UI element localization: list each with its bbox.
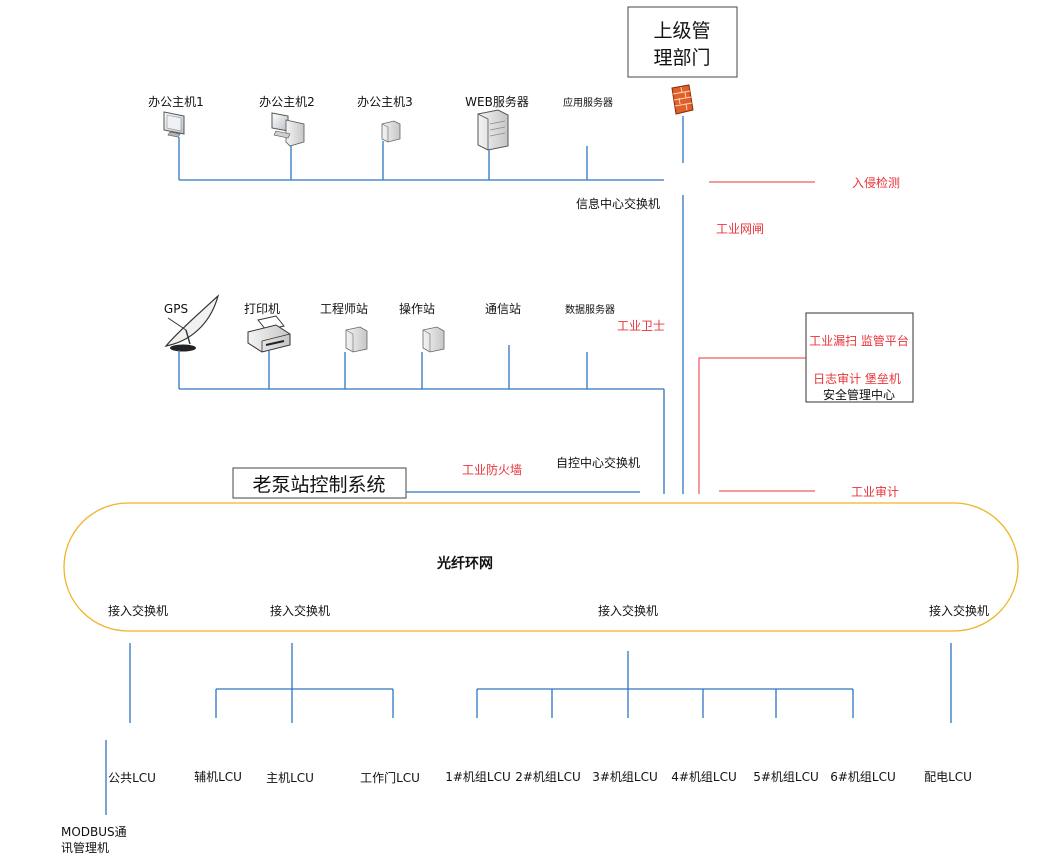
app-server-label: 应用服务器 (563, 96, 613, 109)
intrusion-detection-label: 入侵检测 (852, 175, 900, 190)
engineer-station-label: 工程师站 (320, 301, 368, 316)
server-icon (477, 109, 509, 151)
modbus-manager-label-line1: MODBUS通 (61, 825, 127, 839)
data-server-label: 数据服务器 (565, 303, 615, 316)
system-title: 老泵站控制系统 (252, 474, 385, 496)
printer-label: 打印机 (244, 302, 280, 316)
tower-pc-icon (381, 120, 401, 143)
lcu-unit-6-label: 6#机组LCU (830, 770, 896, 784)
tower-pc-icon (345, 326, 368, 353)
office-host-1-label: 办公主机1 (148, 94, 204, 109)
operator-station-label: 操作站 (399, 301, 435, 316)
tower-pc-icon (422, 326, 445, 353)
security-mgmt-center-box (805, 312, 914, 403)
gps-label: GPS (164, 302, 188, 316)
industrial-gateway-label: 工业网闸 (716, 222, 764, 236)
access-switch-3-label: 接入交换机 (598, 603, 658, 618)
firewall-brick-icon (671, 84, 694, 115)
desktop-computer-icon (271, 112, 305, 147)
lcu-unit-1-label: 1#机组LCU (445, 770, 511, 784)
lcu-public-label: 公共LCU (108, 771, 156, 785)
lcu-main-label: 主机LCU (266, 771, 314, 785)
lcu-unit-5-label: 5#机组LCU (753, 770, 819, 784)
lcu-unit-3-label: 3#机组LCU (592, 770, 658, 784)
higher-authority-box (627, 6, 738, 78)
lcu-power-label: 配电LCU (924, 770, 972, 784)
industrial-firewall-label: 工业防火墙 (462, 462, 522, 477)
access-switch-4-label: 接入交换机 (929, 603, 989, 618)
lcu-aux-label: 辅机LCU (194, 770, 242, 784)
control-center-switch-label: 自控中心交换机 (556, 455, 640, 470)
industrial-audit-label: 工业审计 (851, 484, 899, 499)
monitor-icon (163, 111, 185, 138)
lcu-unit-4-label: 4#机组LCU (671, 770, 737, 784)
info-center-switch-label: 信息中心交换机 (576, 196, 660, 211)
access-switch-2-label: 接入交换机 (270, 603, 330, 618)
fiber-ring-label: 光纤环网 (436, 555, 493, 572)
security-mgmt-center-label: 安全管理中心 (823, 387, 895, 402)
vuln-scan-platform-label: 工业漏扫 监管平台 (809, 333, 909, 348)
fiber-ring (63, 502, 1019, 632)
lcu-gate-label: 工作门LCU (360, 770, 420, 785)
comm-station-label: 通信站 (485, 302, 521, 316)
log-audit-bastion-label: 日志审计 堡垒机 (813, 371, 901, 386)
printer-icon (247, 315, 291, 353)
web-server-label: WEB服务器 (465, 94, 529, 109)
higher-authority-line2: 理部门 (653, 47, 710, 69)
office-host-3-label: 办公主机3 (357, 94, 413, 109)
access-switch-1-label: 接入交换机 (108, 603, 168, 618)
security-mgmt-link (698, 357, 806, 494)
lcu-unit-2-label: 2#机组LCU (515, 770, 581, 784)
modbus-manager-label-line2: 讯管理机 (61, 840, 109, 855)
system-title-box (232, 467, 407, 499)
satellite-dish-icon (164, 294, 220, 352)
industrial-guard-label: 工业卫士 (617, 319, 665, 333)
office-host-2-label: 办公主机2 (259, 94, 315, 109)
higher-authority-line1: 上级管 (653, 20, 710, 42)
